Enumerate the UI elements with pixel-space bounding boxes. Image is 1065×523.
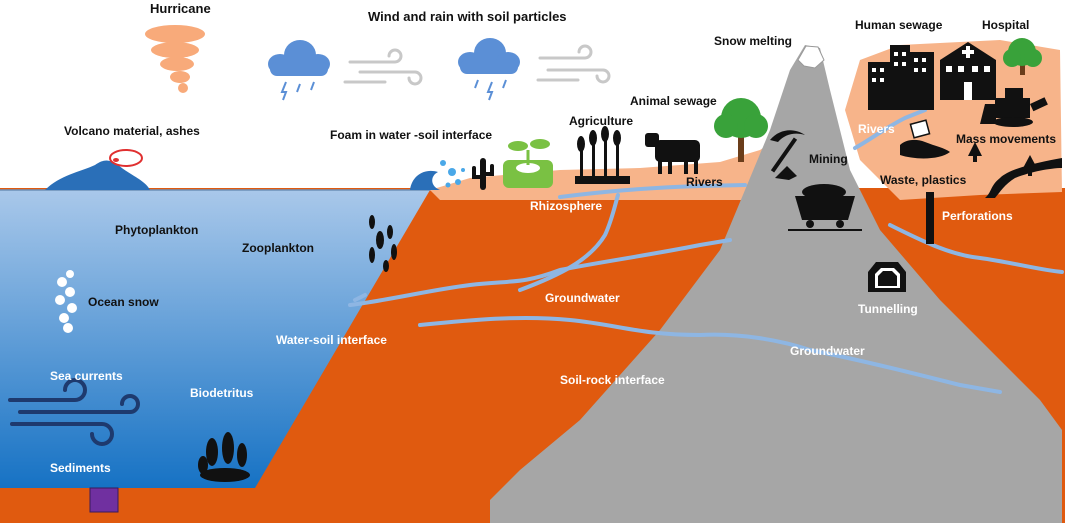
hurricane-icon (145, 25, 205, 93)
buildings-icon (868, 45, 934, 110)
label-human-sewage: Human sewage (855, 18, 943, 32)
wind-icon (536, 44, 611, 84)
label-phytoplankton: Phytoplankton (115, 223, 199, 237)
label-water-soil: Water-soil interface (276, 333, 387, 347)
pickaxe-icon (770, 130, 805, 180)
volcano-icon (45, 149, 150, 190)
snow-cap (797, 45, 825, 69)
hospital-icon (940, 42, 996, 100)
tunnel-icon (868, 262, 906, 292)
label-perforations: Perforations (942, 209, 1013, 223)
sediment-floor (0, 488, 490, 523)
building-windows (872, 52, 926, 82)
road-icon (985, 158, 1062, 198)
label-rivers-mid: Rivers (686, 175, 723, 189)
foam-wave-icon (410, 160, 465, 190)
label-biodetritus: Biodetritus (190, 386, 254, 400)
label-rivers-top: Rivers (858, 122, 895, 136)
rain-cloud-icon (458, 38, 520, 101)
label-ocean-snow: Ocean snow (88, 295, 159, 309)
sediment-box (89, 487, 119, 513)
label-snow-melting: Snow melting (714, 34, 792, 48)
label-foam: Foam in water -soil interface (330, 128, 493, 142)
label-waste-plastics: Waste, plastics (880, 173, 967, 187)
label-zooplankton: Zooplankton (242, 241, 314, 255)
label-mining: Mining (809, 152, 848, 166)
perforation-well-icon (926, 192, 934, 244)
label-rhizosphere: Rhizosphere (530, 199, 603, 213)
tree-icon (714, 98, 768, 162)
seaweed-icon (369, 215, 397, 272)
label-sea-currents: Sea currents (50, 369, 123, 383)
label-animal-sewage: Animal sewage (630, 94, 717, 108)
label-groundwater-2: Groundwater (790, 344, 865, 358)
sprout-icon (503, 139, 553, 188)
label-tunnelling: Tunnelling (858, 302, 918, 316)
ocean-snow-icon (55, 270, 77, 333)
wind-icon (343, 48, 423, 86)
label-mass-movements: Mass movements (956, 132, 1057, 146)
cactus-icon (472, 158, 494, 190)
sea-current-icon (8, 378, 140, 446)
label-wind-rain: Wind and rain with soil particles (368, 9, 567, 24)
label-sediments: Sediments (50, 461, 111, 475)
waste-icon (900, 119, 950, 159)
label-hurricane: Hurricane (150, 1, 211, 16)
bulldozer-icon (980, 88, 1048, 127)
rock-mountain (480, 45, 1062, 523)
label-soil-rock: Soil-rock interface (560, 373, 665, 387)
groundwater-lines (348, 108, 1064, 394)
coral-icon (198, 432, 250, 482)
label-agriculture: Agriculture (569, 114, 634, 128)
rain-cloud-icon (268, 40, 330, 101)
label-groundwater-1: Groundwater (545, 291, 620, 305)
mine-cart-icon (788, 184, 862, 231)
cow-icon (645, 133, 700, 174)
agriculture-icon (575, 126, 630, 184)
label-volcano: Volcano material, ashes (64, 124, 200, 138)
tree-icon (1003, 38, 1042, 75)
label-hospital: Hospital (982, 18, 1030, 32)
